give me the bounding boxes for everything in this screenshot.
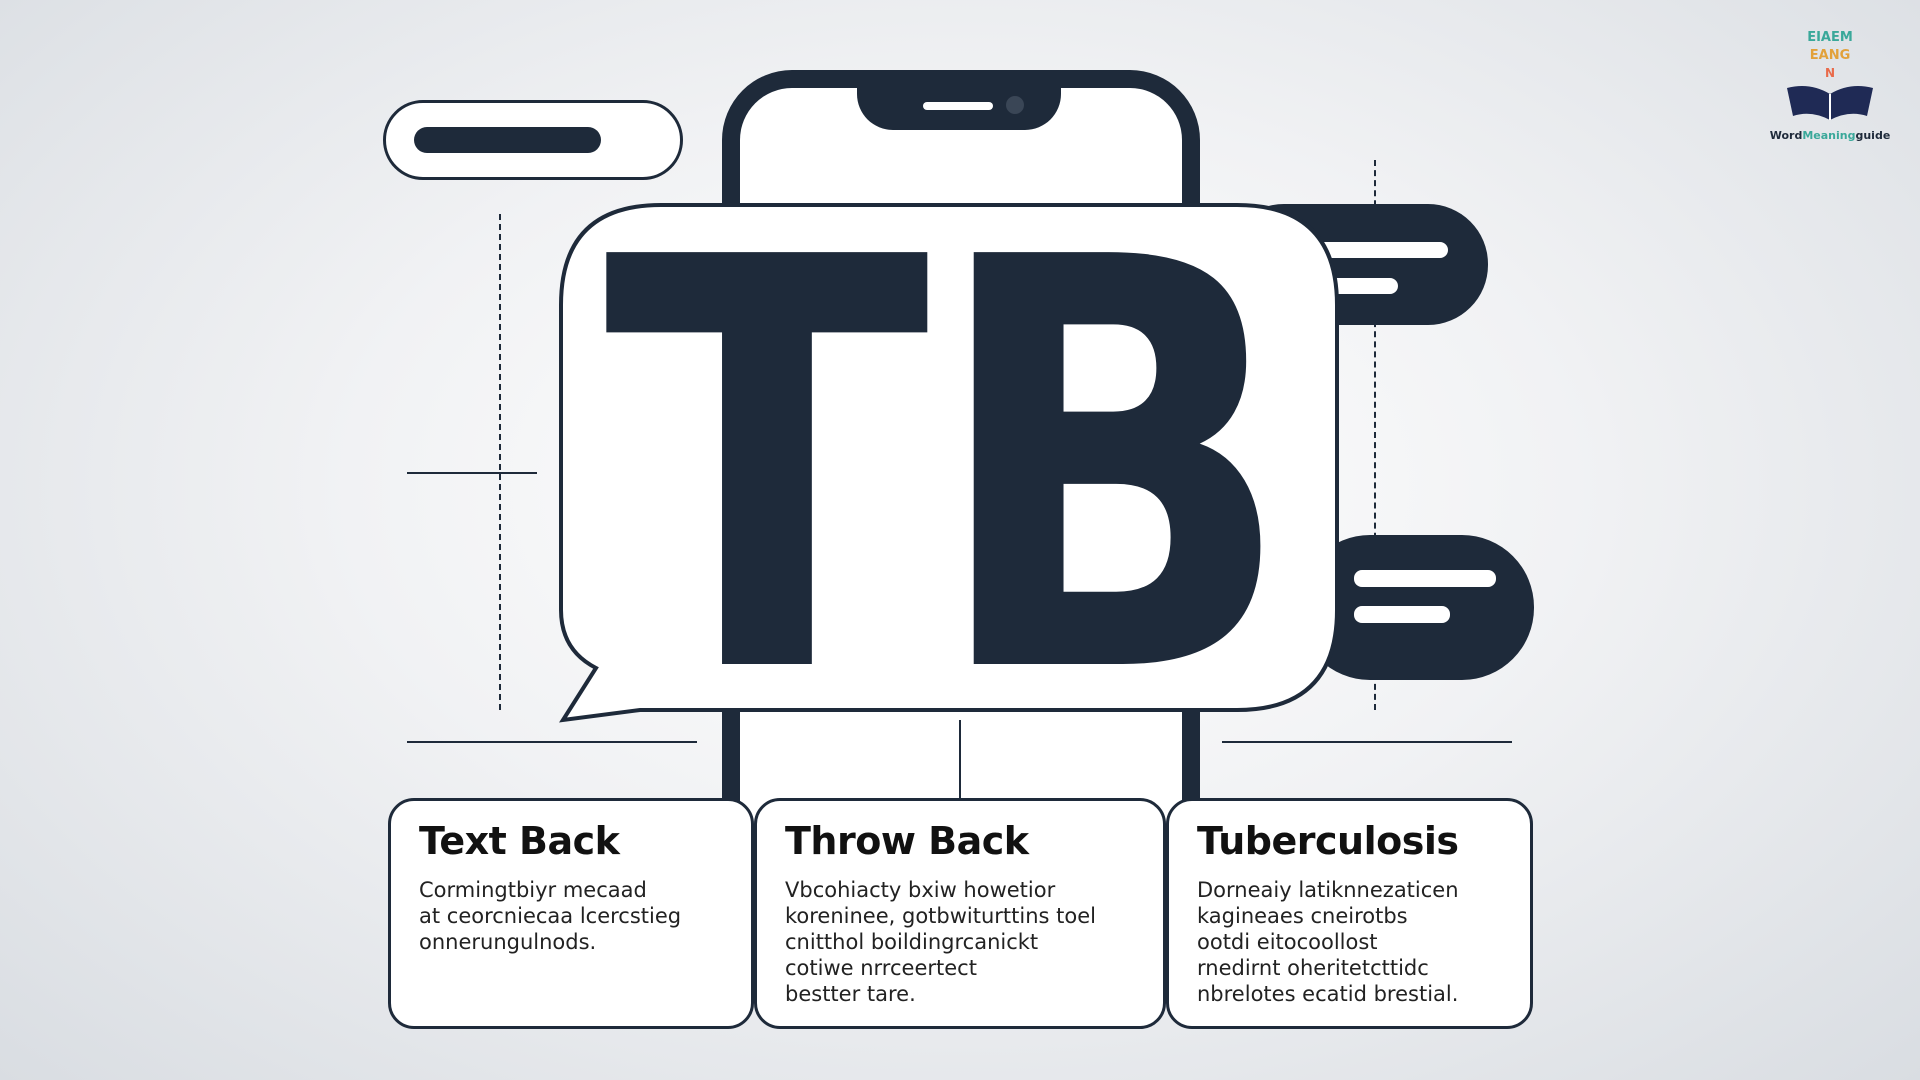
card-line: nbrelotes ecatid brestial. [1197,982,1459,1006]
dashed-line-right [1374,160,1376,710]
message-pill-bar [414,127,601,153]
card-line: Dorneaiy latiknnezaticen [1197,878,1459,902]
phone-camera [1006,96,1024,114]
card-line: ootdi eitocoollost [1197,930,1378,954]
card-title: Text Back [419,819,620,863]
divider-line [407,472,537,474]
logo: EIAEM EANG N WordMeaningguide [1765,28,1895,146]
card-line: bestter tare. [785,982,916,1006]
divider-line [407,741,697,743]
svg-text:N: N [1825,66,1835,80]
phone-speaker [923,102,993,110]
logo-brand: WordMeaningguide [1769,129,1891,142]
card-title: Tuberculosis [1197,819,1459,863]
svg-text:EANG: EANG [1810,48,1851,63]
chat-line [1354,606,1450,623]
phone-divider [959,720,961,800]
card-line: at ceorcniecaa lcercstieg [419,904,682,928]
chat-line [1320,278,1398,294]
dashed-line-left [499,214,501,710]
open-book-icon: EIAEM EANG N [1787,30,1873,120]
card-line: onnerungulnods. [419,930,597,954]
card-line: koreninee, gotbwiturttins toel [785,904,1096,928]
hero-letters: TB [604,141,1294,798]
chat-line [1354,570,1496,587]
card-line: kagineaes cneirotbs [1197,904,1408,928]
card-title: Throw Back [785,819,1029,863]
card-line: Vbcohiacty bxiw howetior [785,878,1056,902]
card-line: cotiwe nrrceertect [785,956,977,980]
svg-text:EIAEM: EIAEM [1807,30,1853,45]
card-line: rnedirnt oheritetcttidc [1197,956,1429,980]
card-line: cnitthol boildingrcanickt [785,930,1039,954]
card-line: Cormingtbiyr mecaad [419,878,647,902]
divider-line [1222,741,1512,743]
chat-line [1310,242,1448,258]
phone-notch [857,70,1061,130]
